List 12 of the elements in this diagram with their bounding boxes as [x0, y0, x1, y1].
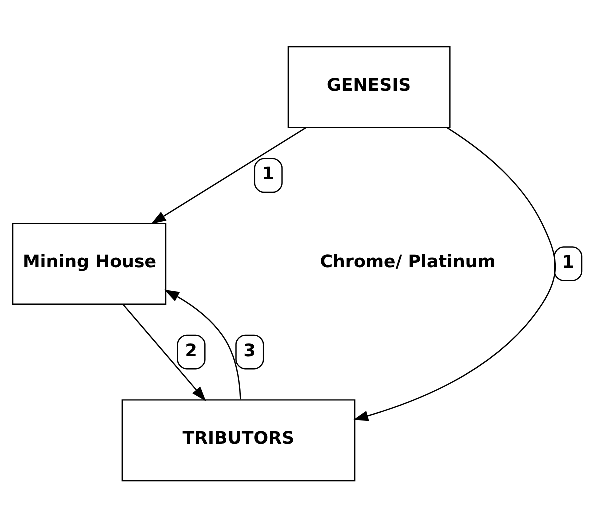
node-box: Mining House [12, 222, 167, 305]
node-box: TRIBUTORS [122, 399, 356, 482]
arrow [151, 126, 307, 224]
edge-label: 1 [262, 164, 274, 184]
node-box: GENESIS [288, 46, 451, 128]
arrow [122, 304, 206, 401]
label: Chrome/ Platinum [320, 252, 496, 272]
edge-label: 2 [185, 340, 198, 361]
edge-label: 1 [562, 252, 574, 272]
edge-label: 3 [244, 340, 256, 361]
arrow [354, 126, 556, 421]
arrow [164, 289, 242, 400]
